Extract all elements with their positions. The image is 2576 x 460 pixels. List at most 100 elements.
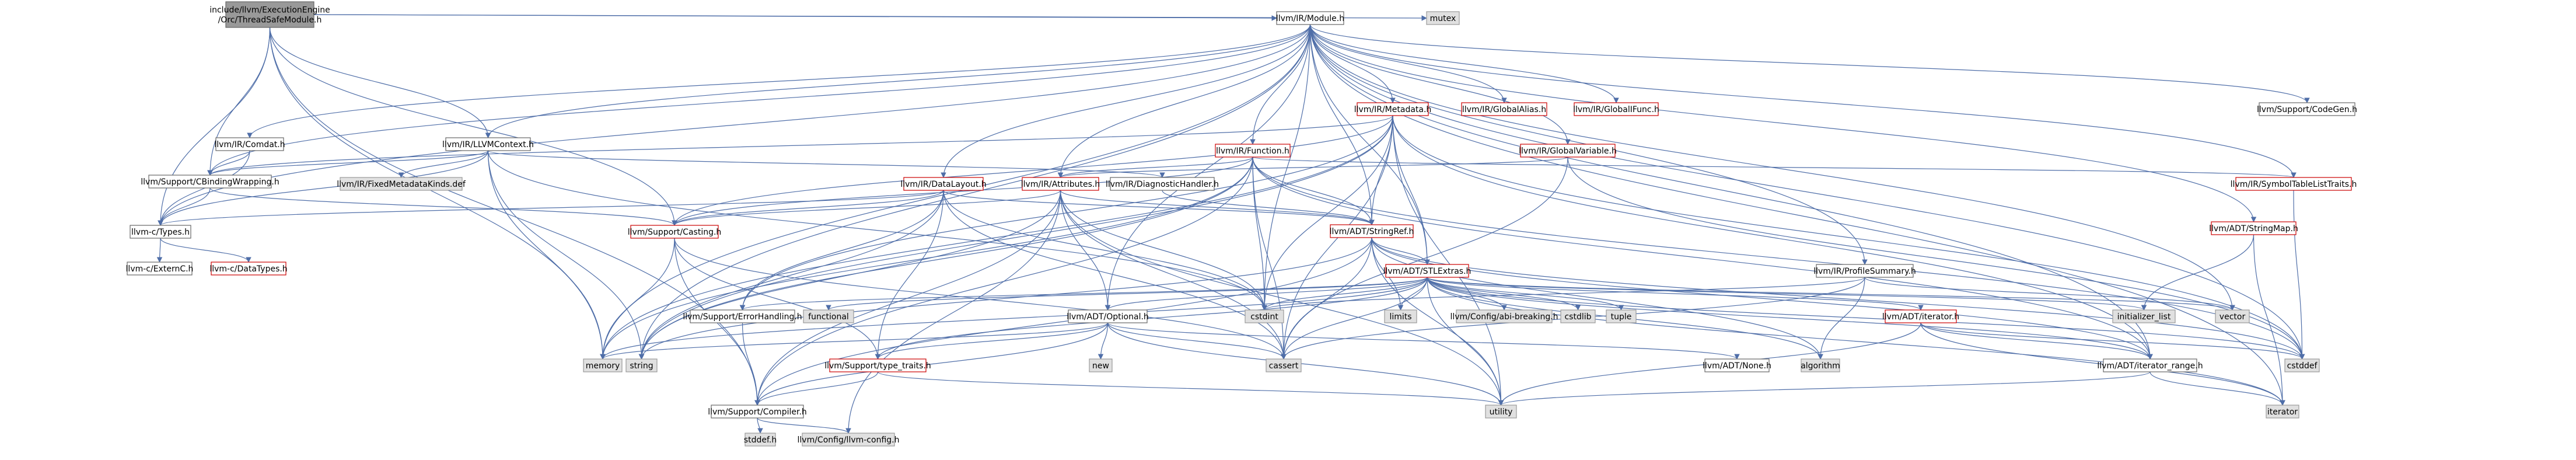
node-llvm-ir-function-h[interactable]: llvm/IR/Function.h: [1215, 144, 1291, 158]
edge-adtiterator-to-iterator: [1920, 322, 2285, 406]
node-label: cstddef: [2287, 361, 2318, 371]
node-label: llvm/IR/ProfileSummary.h: [1813, 267, 1916, 276]
node-box: [215, 137, 284, 151]
node-iterator: iterator: [2266, 405, 2299, 419]
node-llvm-ir-globalalias-h[interactable]: llvm/IR/GlobalAlias.h: [1461, 102, 1547, 116]
node-llvm-ir-diagnostichandler-h[interactable]: llvm/IR/DiagnosticHandler.h: [1106, 177, 1219, 191]
node-box: [1520, 144, 1616, 158]
node-llvm-adt-none-h[interactable]: llvm/ADT/None.h: [1703, 358, 1771, 372]
node-llvm-ir-profilesummary-h[interactable]: llvm/IR/ProfileSummary.h: [1813, 264, 1916, 278]
node-llvm-c-externc-h[interactable]: llvm-c/ExternC.h: [126, 262, 194, 276]
node-llvm-c-types-h[interactable]: llvm-c/Types.h: [130, 225, 191, 239]
node-box: [625, 358, 658, 372]
node-label: memory: [586, 361, 620, 371]
node-box: [745, 433, 776, 447]
node-llvm-adt-stringmap-h[interactable]: llvm/ADT/StringMap.h: [2209, 221, 2298, 235]
edge-globalvar-to-cassert: [1281, 156, 1568, 360]
node-label: llvm/ADT/iterator.h: [1882, 312, 1959, 322]
node-box: [690, 309, 795, 323]
edge-stringref-to-compiler: [754, 237, 1372, 406]
node-box: [903, 177, 984, 191]
node-label: llvm/IR/Function.h: [1216, 147, 1289, 156]
node-label: llvm/Config/abi-breaking.h: [1450, 312, 1558, 322]
node-box: [1606, 309, 1637, 323]
edge-metadata-to-memory: [600, 115, 1393, 360]
node-label: llvm/ADT/StringMap.h: [2209, 224, 2298, 234]
edge-casting-to-typetraits: [674, 238, 881, 360]
node-label: include/llvm/ExecutionEngine/Orc/ThreadS…: [209, 6, 330, 25]
edge-attributes-to-cstdint: [1060, 190, 1267, 311]
node-label: algorithm: [1801, 361, 1840, 371]
node-llvm-ir-metadata-h[interactable]: llvm/IR/Metadata.h: [1354, 102, 1432, 116]
node-llvm-ir-symboltablelisttraits-h[interactable]: llvm/IR/SymbolTableListTraits.h: [2231, 177, 2357, 191]
node-label: llvm/Support/type_traits.h: [824, 361, 931, 371]
node-llvm-support-compiler-h[interactable]: llvm/Support/Compiler.h: [708, 405, 807, 419]
node-llvm-adt-stlextras-h[interactable]: llvm/ADT/STLExtras.h: [1383, 264, 1471, 278]
edge-cbinding-to-casting: [209, 187, 677, 226]
node-llvm-support-codegen-h[interactable]: llvm/Support/CodeGen.h: [2257, 102, 2357, 116]
node-llvm-support-casting-h[interactable]: llvm/Support/Casting.h: [628, 225, 722, 239]
node-llvm-support-errorhandling-h[interactable]: llvm/Support/ErrorHandling.h: [683, 309, 802, 323]
edge-root-to-casting: [269, 27, 677, 226]
node-box: [127, 262, 193, 276]
node-box: [1801, 358, 1840, 372]
node-llvm-support-cbindingwrapping-h[interactable]: llvm/Support/CBindingWrapping.h: [141, 175, 279, 189]
edge-datalayout-to-errhandling: [739, 190, 944, 311]
node-label: initializer_list: [2117, 312, 2171, 322]
node-label: llvm/ADT/None.h: [1703, 361, 1771, 371]
node-label: llvm/IR/SymbolTableListTraits.h: [2231, 180, 2357, 189]
node-llvm-support-type-traits-h[interactable]: llvm/Support/type_traits.h: [824, 358, 931, 372]
edge-stlextras-to-typetraits: [875, 277, 1428, 360]
edge-module-to-stringref: [1309, 24, 1375, 225]
node-llvm-ir-module-h[interactable]: llvm/IR/Module.h: [1276, 11, 1344, 25]
edge-module-to-cbinding: [207, 24, 1311, 176]
node-label: llvm/Support/ErrorHandling.h: [683, 312, 802, 322]
node-box: [1357, 102, 1429, 116]
edge-module-to-globalifunc: [1309, 24, 1619, 103]
node-include-llvm-executionengine-orc-threadsafemodule-h[interactable]: include/llvm/ExecutionEngine/Orc/ThreadS…: [209, 1, 330, 28]
node-label: llvm/Config/llvm-config.h: [798, 435, 900, 445]
node-llvm-ir-globalvariable-h[interactable]: llvm/IR/GlobalVariable.h: [1519, 144, 1617, 158]
node-box: [1245, 309, 1284, 323]
edge-casting-to-cassert: [674, 238, 1287, 360]
node-label: llvm/Support/Casting.h: [628, 228, 722, 237]
edge-module-to-cstdint: [1261, 24, 1311, 311]
edge-llvmctx-to-cbinding: [207, 150, 489, 176]
node-box: [2259, 102, 2355, 116]
node-stddef-h: stddef.h: [744, 433, 777, 447]
edge-function-to-memory: [600, 156, 1253, 360]
edge-datalayout-to-cassert: [943, 190, 1287, 360]
node-llvm-ir-datalayout-h[interactable]: llvm/IR/DataLayout.h: [900, 177, 987, 191]
edge-metadata-to-cstdint: [1261, 115, 1393, 311]
node-box: [1885, 309, 1957, 323]
node-label: llvm/IR/DataLayout.h: [900, 180, 986, 189]
edge-globalvar-to-attributes: [1058, 156, 1568, 178]
edge-profsummary-to-cstdint: [1261, 277, 1865, 311]
node-llvm-adt-iterator-h[interactable]: llvm/ADT/iterator.h: [1882, 309, 1959, 323]
edge-stlextras-to-utility: [1427, 277, 1504, 406]
node-llvm-c-datatypes-h[interactable]: llvm-c/DataTypes.h: [209, 262, 288, 276]
node-box: [148, 175, 272, 189]
node-llvm-adt-stringref-h[interactable]: llvm/ADT/StringRef.h: [1330, 224, 1414, 238]
edge-stlextras-to-tuple: [1427, 277, 1624, 311]
node-llvm-ir-attributes-h[interactable]: llvm/IR/Attributes.h: [1021, 177, 1100, 191]
node-label: llvm/Support/CodeGen.h: [2257, 105, 2357, 114]
node-llvm-config-llvm-config-h: llvm/Config/llvm-config.h: [798, 433, 900, 447]
node-llvm-ir-comdat-h[interactable]: llvm/IR/Comdat.h: [214, 137, 285, 151]
edge-root-to-llvmctx: [269, 27, 491, 138]
node-label: llvm/IR/LLVMContext.h: [442, 140, 534, 149]
node-box: [829, 358, 927, 372]
node-llvm-ir-globalifunc-h[interactable]: llvm/IR/GlobalIFunc.h: [1573, 102, 1659, 116]
edge-datalayout-to-ctypes: [158, 190, 944, 226]
edge-root-to-ctypes: [158, 27, 271, 226]
node-llvm-adt-iterator-range-h[interactable]: llvm/ADT/iterator_range.h: [2097, 358, 2203, 372]
edge-module-to-attributes: [1057, 24, 1311, 178]
edge-datalayout-to-cstdint: [943, 190, 1267, 311]
node-llvm-adt-optional-h[interactable]: llvm/ADT/Optional.h: [1067, 309, 1149, 323]
edge-datalayout-to-typetraits: [875, 190, 944, 360]
edge-layer: [156, 14, 2310, 434]
edge-stlextras-to-iterrange: [1427, 277, 2153, 360]
node-llvm-ir-llvmcontext-h[interactable]: llvm/IR/LLVMContext.h: [442, 137, 534, 151]
node-label: llvm/IR/GlobalVariable.h: [1519, 147, 1617, 156]
node-label: limits: [1389, 312, 1411, 322]
